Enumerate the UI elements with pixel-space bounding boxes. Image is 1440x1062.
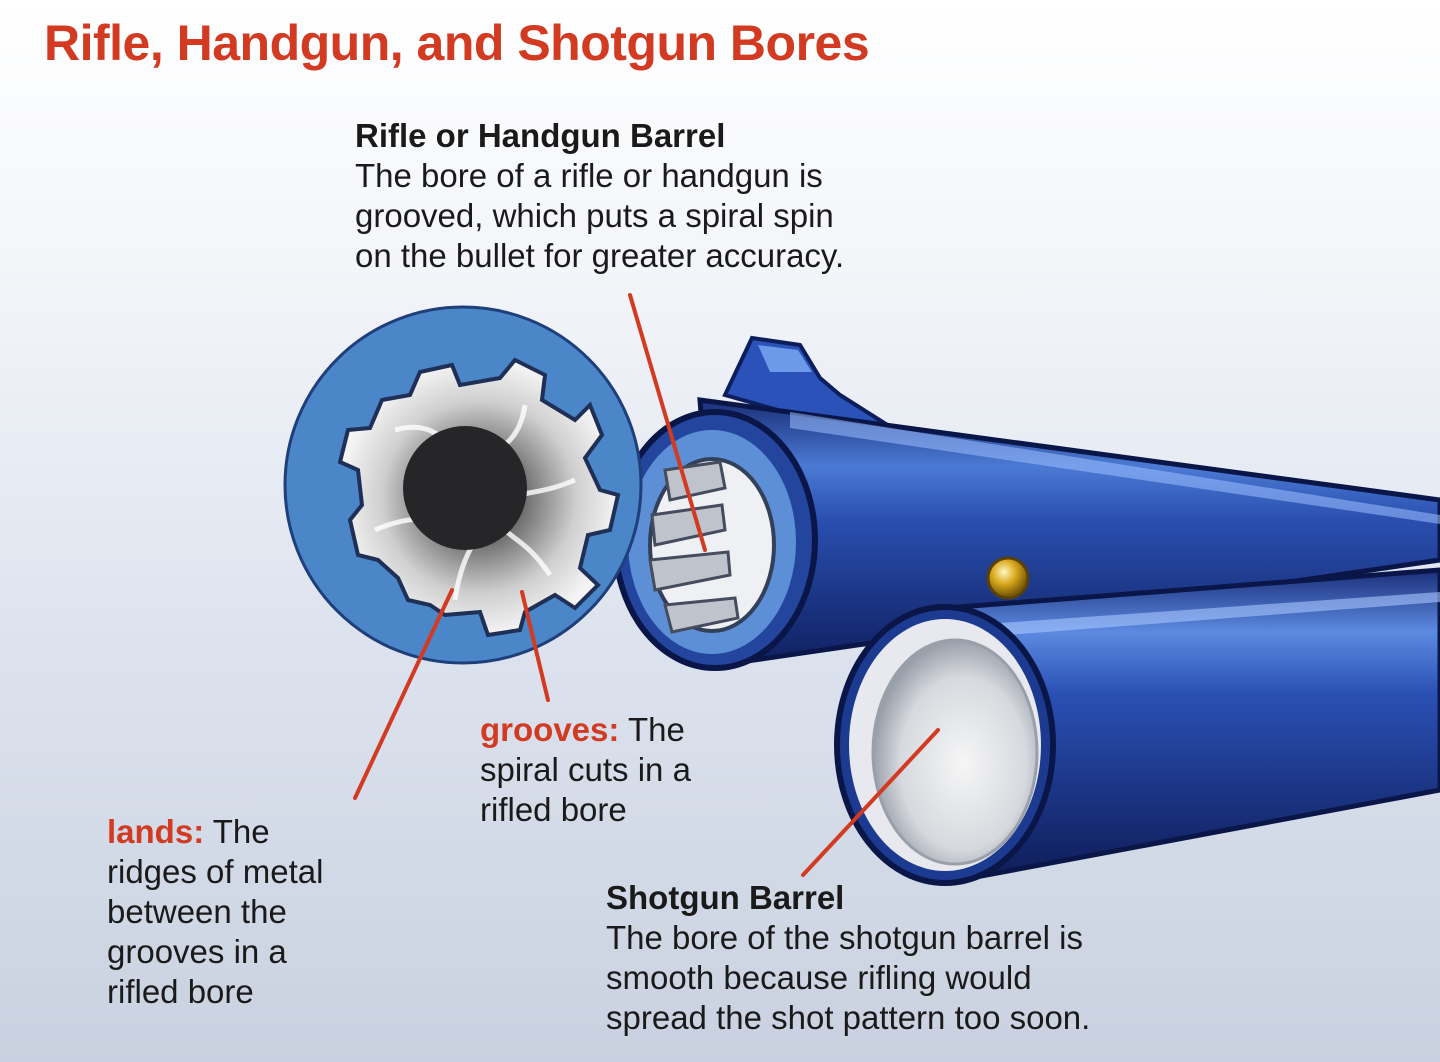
callout-shotgun-line: spread the shot pattern too soon. (606, 999, 1091, 1036)
leader-lines (353, 293, 940, 877)
callout-lands-term: lands: (107, 813, 205, 850)
callout-rifle-line: grooved, which puts a spiral spin (355, 197, 834, 234)
leader-line-shotgun (801, 728, 940, 877)
callout-lands: lands: The ridges of metal between the g… (107, 812, 407, 1012)
callout-rifle-heading: Rifle or Handgun Barrel (355, 117, 726, 154)
callout-lands-line: grooves in a (107, 933, 287, 970)
figure-title: Rifle, Handgun, and Shotgun Bores (44, 15, 870, 71)
leader-line-grooves (520, 590, 550, 702)
callout-grooves: grooves: The spiral cuts in a rifled bor… (480, 710, 780, 830)
leader-line-rifle (628, 293, 707, 552)
callout-lands-line: ridges of metal (107, 853, 324, 890)
leader-line-lands (353, 588, 454, 800)
callout-lands-line: rifled bore (107, 973, 254, 1010)
callout-lands-line: between the (107, 893, 287, 930)
rifle-bore-lands (648, 460, 740, 634)
callout-grooves-line: spiral cuts in a (480, 751, 691, 788)
callout-rifle-line: on the bullet for greater accuracy. (355, 237, 845, 274)
callout-shotgun-line: smooth because rifling would (606, 959, 1032, 996)
callout-shotgun-heading: Shotgun Barrel (606, 879, 845, 916)
callout-rifle-line: The bore of a rifle or handgun is (355, 157, 823, 194)
callout-grooves-first-line-rest: The (619, 711, 685, 748)
bead-sight (986, 556, 1030, 600)
callout-shotgun-line: The bore of the shotgun barrel is (606, 919, 1083, 956)
front-sight-highlight (758, 345, 812, 372)
rifle-barrel (612, 335, 1440, 671)
rifled-muzzle-endview (283, 305, 643, 665)
callout-grooves-first-line: grooves: The (480, 710, 780, 750)
callout-grooves-line: rifled bore (480, 791, 627, 828)
callout-grooves-term: grooves: (480, 711, 620, 748)
rifle-bore-opening (648, 457, 776, 633)
callout-rifle-barrel: Rifle or Handgun Barrel The bore of a ri… (355, 116, 995, 276)
callout-shotgun-barrel: Shotgun Barrel The bore of the shotgun b… (606, 878, 1226, 1038)
bore-center-hole (403, 426, 527, 550)
callout-lands-first-line: lands: The (107, 812, 407, 852)
shotgun-barrel-shine (930, 592, 1440, 640)
shotgun-barrel (834, 556, 1440, 886)
shotgun-bore-opening (871, 638, 1039, 866)
rifle-barrel-shine (790, 412, 1440, 524)
callout-lands-first-line-rest: The (204, 813, 270, 850)
